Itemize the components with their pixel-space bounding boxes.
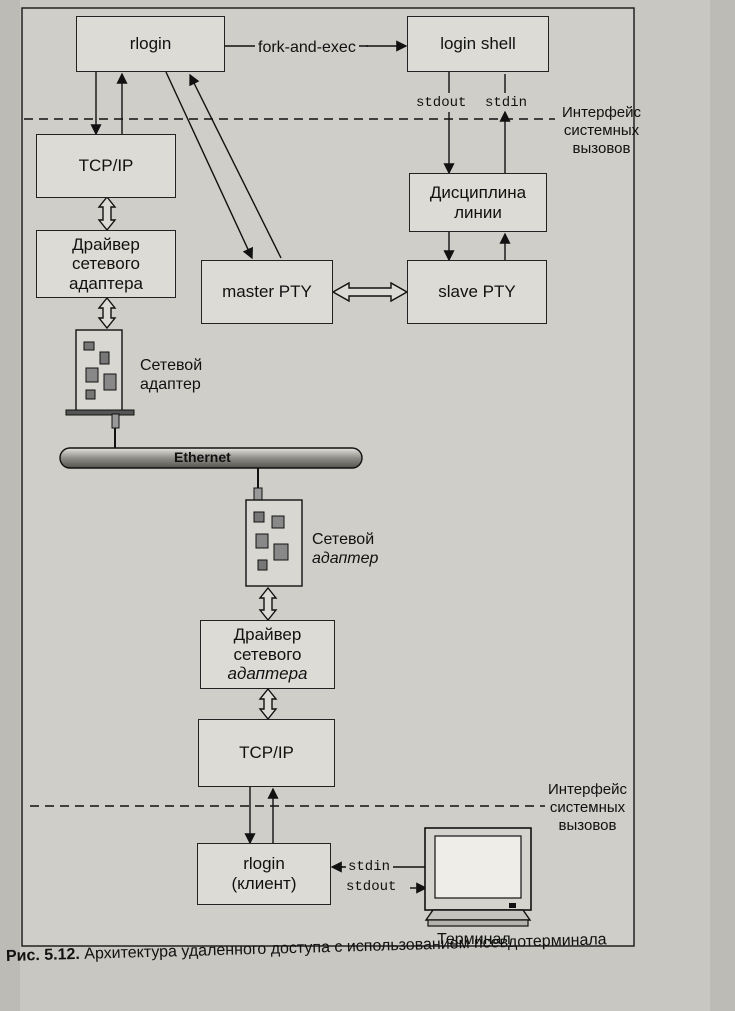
line-discipline-line2: линии bbox=[454, 202, 502, 222]
master-pty-label: master PTY bbox=[222, 282, 312, 302]
rlogin-server-label: rlogin bbox=[129, 34, 172, 54]
adapter-top-line1: Сетевой bbox=[140, 357, 203, 374]
login-shell-label: login shell bbox=[440, 34, 516, 54]
syscall-bottom-label: Интерфейс системных вызовов bbox=[548, 781, 627, 835]
network-card-bottom bbox=[245, 468, 303, 587]
syscall-bottom-line2: системных bbox=[549, 799, 626, 816]
ethernet-label: Ethernet bbox=[174, 449, 231, 465]
rlogin-client-box: rlogin (клиент) bbox=[197, 843, 331, 905]
login-shell-box: login shell bbox=[407, 16, 549, 72]
master-pty-box: master PTY bbox=[201, 260, 333, 324]
ethernet-cable bbox=[59, 447, 363, 469]
terminal-label: Терминал bbox=[437, 931, 511, 948]
syscall-top-line1: Интерфейс bbox=[562, 104, 642, 121]
syscall-top-line3: вызовов bbox=[572, 140, 631, 157]
terminal-icon bbox=[424, 827, 532, 927]
stdout-bottom-label: stdout bbox=[346, 879, 397, 895]
driver-top-line2: сетевого bbox=[71, 254, 141, 274]
driver-bottom-line1: Драйвер bbox=[233, 625, 302, 645]
adapter-bottom-label: Сетевой адаптер bbox=[312, 530, 378, 568]
driver-top-line1: Драйвер bbox=[72, 234, 140, 254]
adapter-top-label: Сетевой адаптер bbox=[140, 356, 202, 394]
slave-pty-label: slave PTY bbox=[438, 282, 516, 302]
adapter-bottom-line2: адаптер bbox=[312, 550, 379, 568]
tcpip-bottom-box: TCP/IP bbox=[198, 719, 335, 787]
fork-exec-label: fork-and-exec bbox=[255, 38, 359, 58]
driver-bottom-line2: сетевого bbox=[233, 644, 302, 664]
link-driver-adapter bbox=[97, 296, 117, 330]
slave-pty-box: slave PTY bbox=[407, 260, 547, 324]
stdin-top-label: stdin bbox=[485, 95, 528, 111]
syscall-bottom-line3: вызовов bbox=[558, 817, 617, 834]
syscall-top-line2: системных bbox=[563, 122, 640, 139]
rlogin-client-line2: (клиент) bbox=[231, 874, 297, 893]
network-card-top bbox=[65, 329, 135, 448]
arrow-master-to-rlogin bbox=[189, 73, 282, 259]
driver-top-box: Драйвер сетевого адаптера bbox=[36, 230, 176, 298]
stdin-bottom-label: stdin bbox=[348, 859, 391, 875]
tcpip-top-box: TCP/IP bbox=[36, 134, 176, 198]
line-discipline-box: Дисциплина линии bbox=[409, 173, 547, 232]
syscall-top-label: Интерфейс системных вызовов bbox=[562, 104, 641, 158]
rlogin-client-line1: rlogin bbox=[243, 854, 285, 874]
driver-top-line3: адаптера bbox=[69, 273, 143, 293]
adapter-bottom-line1: Сетевой bbox=[312, 531, 375, 548]
syscall-bottom-line1: Интерфейс bbox=[548, 781, 628, 798]
tcpip-top-label: TCP/IP bbox=[78, 156, 134, 176]
caption-number: Рис. 5.12. bbox=[5, 945, 81, 965]
arrow-rlogin-to-master bbox=[165, 71, 253, 260]
tcpip-bottom-label: TCP/IP bbox=[239, 743, 294, 763]
stdout-top-label: stdout bbox=[416, 95, 467, 111]
line-discipline-line1: Дисциплина bbox=[429, 182, 527, 202]
driver-bottom-box: Драйвер сетевого адаптера bbox=[200, 620, 335, 689]
rlogin-server-box: rlogin bbox=[76, 16, 225, 72]
driver-bottom-line3: адаптера bbox=[227, 664, 308, 684]
adapter-top-line2: адаптер bbox=[140, 376, 201, 394]
